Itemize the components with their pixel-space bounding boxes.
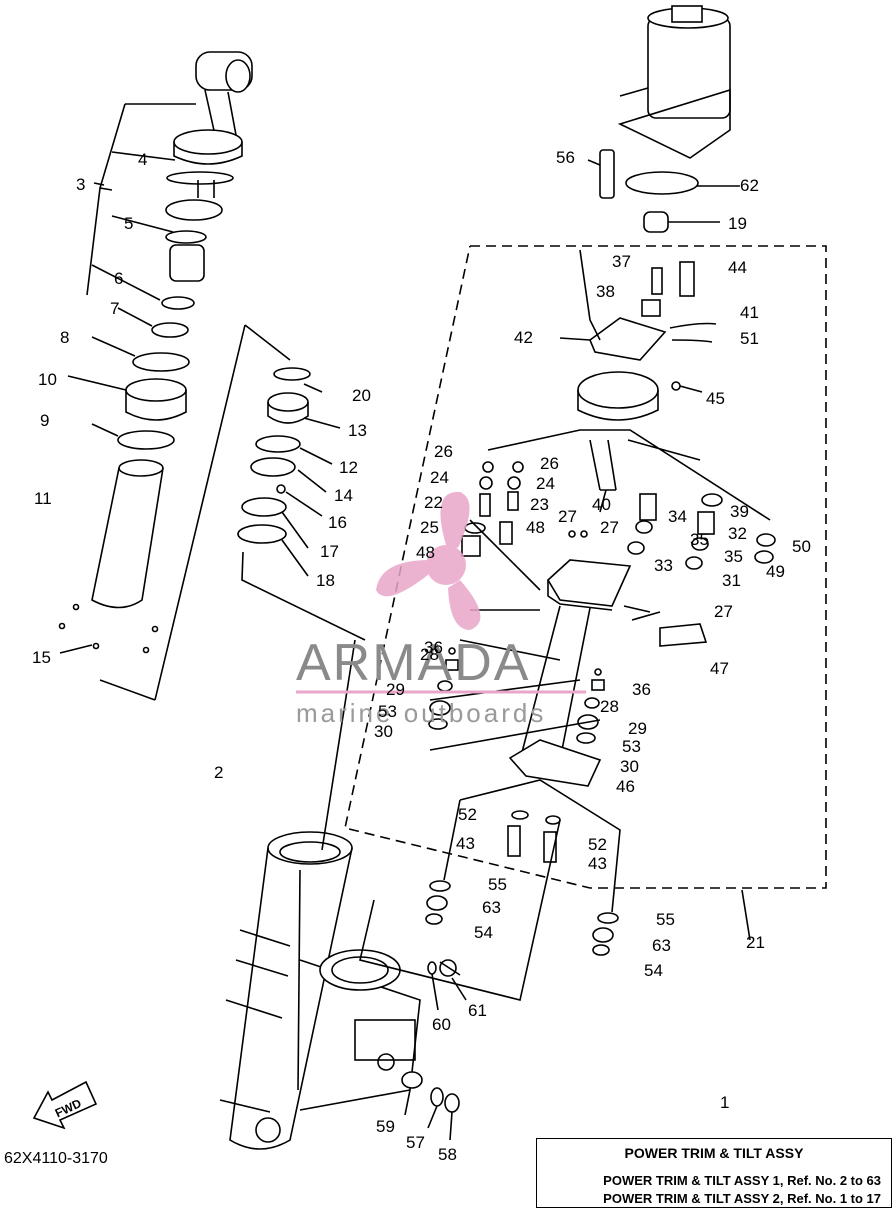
part-label-9: 9 [40, 411, 49, 430]
part-label-63: 63 [482, 898, 501, 917]
title-box-line-1: POWER TRIM & TILT ASSY 1, Ref. No. 2 to … [603, 1173, 881, 1188]
part-label-63: 63 [652, 936, 671, 955]
part-label-48: 48 [526, 518, 545, 537]
watermark-tagline: marine outboards [296, 698, 546, 728]
part-label-37: 37 [612, 252, 631, 271]
part-label-17: 17 [320, 542, 339, 561]
part-label-30: 30 [620, 757, 639, 776]
watermark-brand: ARMADA [296, 634, 530, 692]
part-label-24: 24 [430, 468, 449, 487]
part-label-22: 22 [424, 493, 443, 512]
part-label-30: 30 [374, 722, 393, 741]
part-label-27: 27 [714, 602, 733, 621]
part-label-43: 43 [588, 854, 607, 873]
part-label-36: 36 [632, 680, 651, 699]
part-label-62: 62 [740, 176, 759, 195]
part-label-54: 54 [644, 961, 663, 980]
propeller-logo [376, 491, 481, 630]
part-label-23: 23 [530, 495, 549, 514]
part-label-16: 16 [328, 513, 347, 532]
part-label-21: 21 [746, 933, 765, 952]
part-label-47: 47 [710, 659, 729, 678]
part-label-8: 8 [60, 328, 69, 347]
part-label-55: 55 [656, 910, 675, 929]
part-label-48: 48 [416, 543, 435, 562]
part-label-59: 59 [376, 1117, 395, 1136]
title-box: POWER TRIM & TILT ASSY POWER TRIM & TILT… [536, 1138, 892, 1208]
part-label-2: 2 [214, 763, 223, 782]
part-label-15: 15 [32, 648, 51, 667]
part-label-50: 50 [792, 537, 811, 556]
part-label-27: 27 [600, 518, 619, 537]
part-label-11: 11 [34, 489, 52, 508]
part-label-53: 53 [378, 702, 397, 721]
part-label-34: 34 [668, 507, 687, 526]
part-label-43: 43 [456, 834, 475, 853]
part-label-57: 57 [406, 1133, 425, 1152]
part-label-26: 26 [434, 442, 453, 461]
part-label-4: 4 [138, 150, 147, 169]
part-label-49: 49 [766, 562, 785, 581]
trim-motor [617, 5, 731, 159]
part-label-35: 35 [690, 530, 709, 549]
part-label-24: 24 [536, 474, 555, 493]
part-label-13: 13 [348, 421, 367, 440]
piston-rod-assembly [58, 51, 291, 701]
part-label-12: 12 [339, 458, 358, 477]
part-label-7: 7 [110, 299, 119, 318]
part-label-54: 54 [474, 923, 493, 942]
part-label-56: 56 [556, 148, 575, 167]
part-label-44: 44 [728, 258, 747, 277]
part-label-6: 6 [114, 269, 123, 288]
part-label-28: 28 [420, 645, 439, 664]
part-label-14: 14 [334, 486, 353, 505]
part-label-20: 20 [352, 386, 371, 405]
part-label-61: 61 [468, 1001, 487, 1020]
part-label-26: 26 [540, 454, 559, 473]
part-label-29: 29 [386, 680, 405, 699]
part-label-51: 51 [740, 329, 759, 348]
part-label-38: 38 [596, 282, 615, 301]
main-body-cylinder [219, 639, 421, 1150]
part-label-35: 35 [724, 547, 743, 566]
part-label-39: 39 [730, 502, 749, 521]
part-label-3: 3 [76, 175, 85, 194]
part-label-40: 40 [592, 495, 611, 514]
part-label-25: 25 [420, 518, 439, 537]
catalog-code: 62X4110-3170 [4, 1150, 108, 1167]
part-label-31: 31 [722, 571, 741, 590]
part-label-5: 5 [124, 214, 133, 233]
fwd-arrow: FWD [32, 1080, 98, 1130]
title-box-line-2: POWER TRIM & TILT ASSY 2, Ref. No. 1 to … [603, 1191, 881, 1206]
armada-watermark: ARMADA marine outboards [296, 491, 586, 728]
part-label-45: 45 [706, 389, 725, 408]
part-label-52: 52 [458, 805, 477, 824]
part-label-19: 19 [728, 214, 747, 233]
part-label-60: 60 [432, 1015, 451, 1034]
part-label-52: 52 [588, 835, 607, 854]
part-label-33: 33 [654, 556, 673, 575]
part-label-29: 29 [628, 719, 647, 738]
part-label-53: 53 [622, 737, 641, 756]
part-label-10: 10 [38, 370, 57, 389]
part-label-36: 36 [424, 638, 443, 657]
part-label-27: 27 [558, 507, 577, 526]
part-label-32: 32 [728, 524, 747, 543]
part-label-1: 1 [720, 1093, 729, 1112]
part-label-41: 41 [740, 303, 759, 322]
part-label-18: 18 [316, 571, 335, 590]
part-label-46: 46 [616, 777, 635, 796]
part-label-28: 28 [600, 697, 619, 716]
title-box-heading: POWER TRIM & TILT ASSY [624, 1145, 804, 1161]
part-label-55: 55 [488, 875, 507, 894]
part-label-58: 58 [438, 1145, 457, 1164]
part-label-42: 42 [514, 328, 533, 347]
